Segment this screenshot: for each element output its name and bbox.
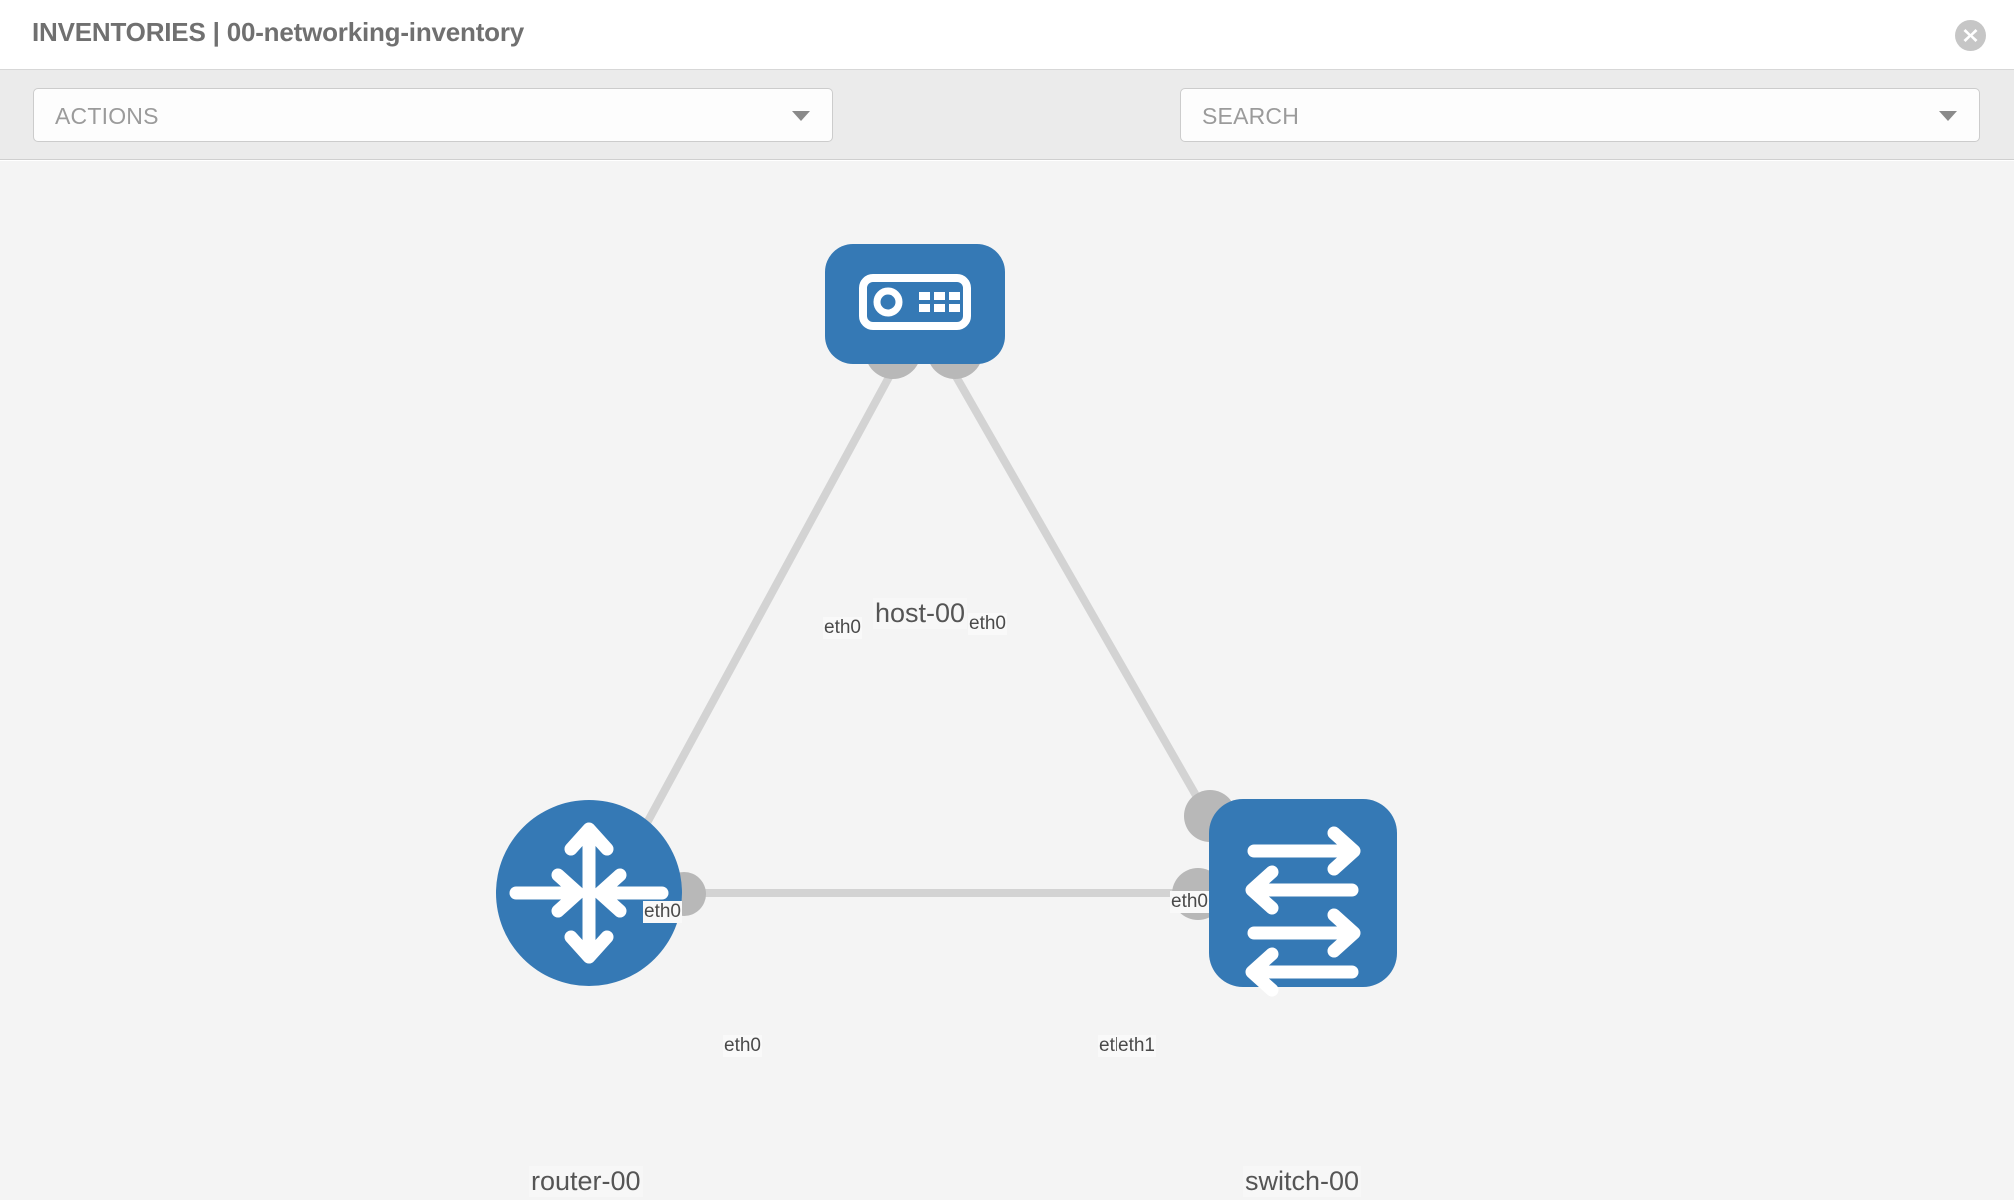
search-placeholder: SEARCH xyxy=(1202,103,1300,129)
iface-label-router-eth0: eth0 xyxy=(723,1035,762,1057)
node-router-00[interactable] xyxy=(496,800,682,986)
search-input[interactable]: SEARCH xyxy=(1180,88,1980,142)
iface-label-host-right: eth0 xyxy=(968,613,1007,635)
topology-graph xyxy=(496,244,1397,997)
switch-icon xyxy=(1245,826,1361,997)
iface-label-host-left: eth0 xyxy=(823,617,862,639)
server-icon xyxy=(859,274,971,330)
actions-dropdown-label: ACTIONS xyxy=(55,103,159,129)
page-header: INVENTORIES | 00-networking-inventory xyxy=(0,0,2014,70)
node-label-switch-00: switch-00 xyxy=(1243,1166,1362,1197)
node-host-00[interactable] xyxy=(825,244,1005,364)
close-icon xyxy=(1963,29,1978,42)
close-button[interactable] xyxy=(1955,20,1986,51)
node-switch-00[interactable] xyxy=(1209,799,1397,997)
toolbar: ACTIONS SEARCH xyxy=(0,70,2014,196)
node-label-host-00: host-00 xyxy=(873,598,968,629)
router-icon xyxy=(509,822,669,964)
chevron-down-icon xyxy=(1939,111,1957,121)
chevron-down-icon xyxy=(792,111,810,121)
link-host-router[interactable] xyxy=(606,364,899,893)
topology-canvas[interactable]: host-00 router-00 switch-00 eth0 eth0 et… xyxy=(0,161,2014,1200)
iface-label-switch-uplink: eth0 xyxy=(1170,891,1209,913)
actions-dropdown[interactable]: ACTIONS xyxy=(33,88,833,142)
iface-label-router-uplink: eth0 xyxy=(643,901,682,923)
page-title: INVENTORIES | 00-networking-inventory xyxy=(32,17,525,47)
node-label-router-00: router-00 xyxy=(529,1166,643,1197)
iface-label-switch-eth1: eth1 xyxy=(1117,1035,1156,1057)
